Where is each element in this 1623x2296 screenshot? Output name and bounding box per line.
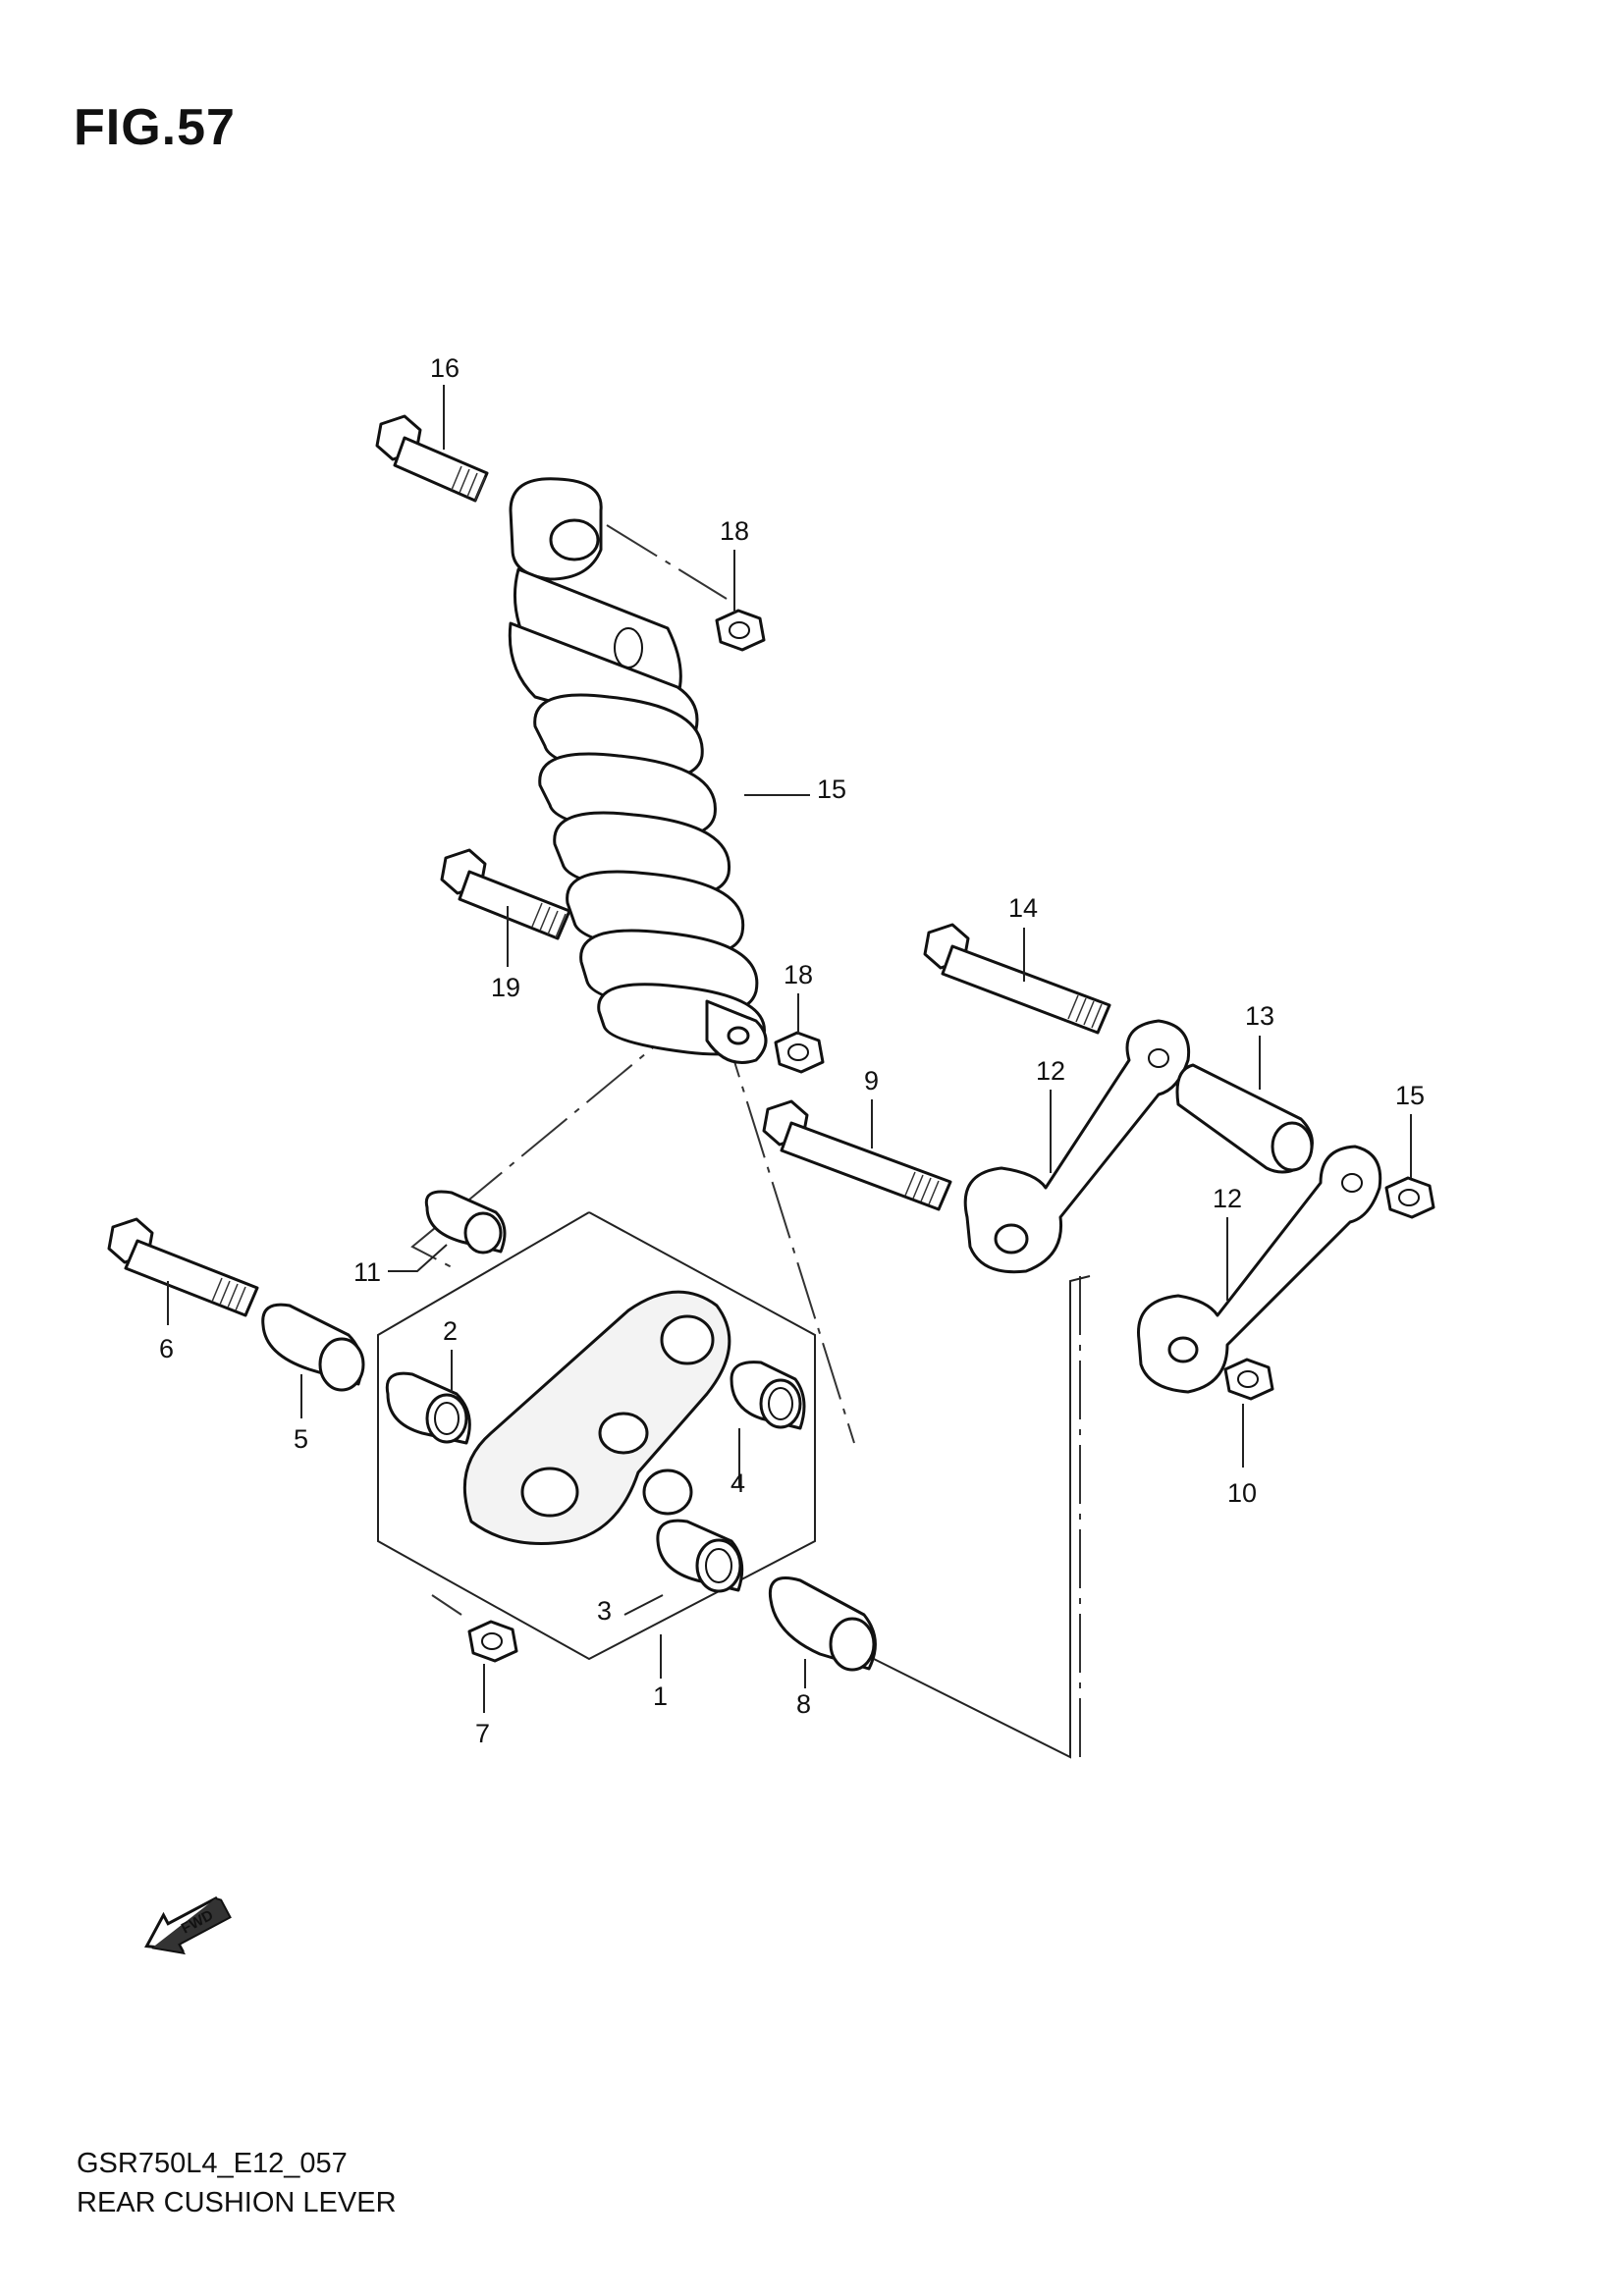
- part-11-collar[interactable]: [424, 1190, 507, 1255]
- callout-19: 19: [491, 973, 520, 1002]
- part-17-bolt[interactable]: [375, 414, 489, 503]
- part-19-bolt[interactable]: [440, 848, 571, 940]
- callout-15: 15: [1395, 1081, 1425, 1110]
- part-13-collar[interactable]: [1175, 1063, 1314, 1174]
- callout-4: 4: [730, 1468, 745, 1498]
- callout-17: 16: [430, 353, 460, 383]
- part-18-nut-upper[interactable]: [715, 609, 766, 652]
- part-9-bolt[interactable]: [762, 1099, 952, 1211]
- callout-18: 18: [784, 960, 813, 989]
- diagram-name: REAR CUSHION LEVER: [77, 2187, 397, 2218]
- part-10-nut[interactable]: [1223, 1358, 1274, 1401]
- part-18-nut-lower[interactable]: [774, 1031, 825, 1074]
- callout-numbers: 16 18 15 19 18 14 13 15 9 12 12 10 11 6 …: [159, 353, 1425, 1748]
- callout-10: 10: [1227, 1478, 1257, 1508]
- callout-7: 7: [475, 1719, 490, 1748]
- callout-18: 18: [720, 516, 749, 546]
- part-5-collar[interactable]: [261, 1303, 365, 1392]
- callout-3: 3: [597, 1596, 612, 1626]
- callout-6: 6: [159, 1334, 174, 1363]
- figure-title: FIG.57: [74, 99, 236, 156]
- part-14-bolt[interactable]: [923, 923, 1111, 1035]
- part-2-bearing[interactable]: [385, 1371, 471, 1445]
- part-12-link-rod-lower[interactable]: [1137, 1145, 1382, 1394]
- callout-12: 12: [1036, 1056, 1065, 1086]
- callout-leader-lines: [167, 385, 1412, 1759]
- callout-8: 8: [796, 1689, 811, 1719]
- callout-13: 13: [1245, 1001, 1274, 1031]
- part-16-shock-absorber[interactable]: [508, 477, 768, 1064]
- callout-12: 12: [1213, 1184, 1242, 1213]
- part-3-bearing[interactable]: [656, 1519, 744, 1593]
- part-1-cushion-lever[interactable]: [462, 1290, 731, 1545]
- part-12-link-rod-upper[interactable]: [963, 1019, 1191, 1274]
- callout-11: 11: [353, 1257, 381, 1287]
- diagram-code: GSR750L4_E12_057: [77, 2148, 348, 2179]
- part-4-bearing[interactable]: [730, 1361, 806, 1430]
- part-7-nut[interactable]: [467, 1620, 518, 1663]
- callout-14: 14: [1008, 893, 1038, 923]
- callout-2: 2: [443, 1316, 458, 1346]
- callout-5: 5: [294, 1424, 308, 1454]
- fwd-arrow-icon: FWD: [144, 1896, 232, 1955]
- part-15-nut[interactable]: [1384, 1176, 1435, 1219]
- callout-1: 1: [653, 1682, 668, 1711]
- part-6-bolt[interactable]: [107, 1217, 259, 1317]
- callout-9: 9: [864, 1066, 879, 1095]
- assembly-guide-lines: [410, 524, 1081, 1757]
- lever-assembly-outline: [377, 1211, 816, 1661]
- callout-16: 15: [817, 774, 846, 804]
- part-8-collar[interactable]: [768, 1576, 877, 1672]
